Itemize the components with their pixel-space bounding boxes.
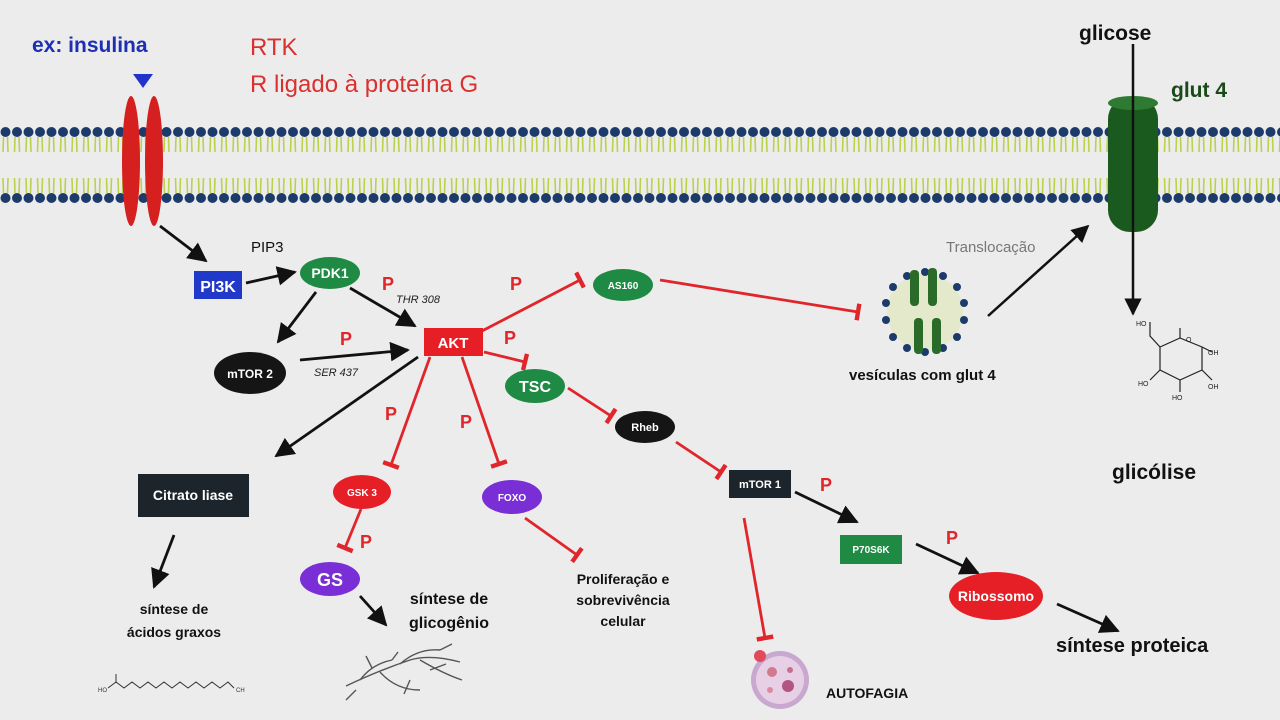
fatty-acid-synthesis-line2: ácidos graxos bbox=[127, 624, 221, 640]
node-rheb bbox=[615, 411, 675, 443]
svg-text:HO: HO bbox=[1172, 395, 1183, 402]
pip3-label: PIP3 bbox=[251, 239, 284, 256]
proliferation-line2: sobrevivência bbox=[576, 592, 670, 608]
ser437-label: SER 437 bbox=[314, 367, 359, 379]
receptor-type-gpcr: R ligado à proteína G bbox=[250, 71, 478, 98]
activation-arrows bbox=[151, 224, 1120, 633]
node-mtor2 bbox=[214, 352, 286, 394]
svg-text:OH: OH bbox=[1208, 384, 1219, 391]
phospho-label: P bbox=[510, 274, 522, 294]
label-foxo: FOXO bbox=[498, 493, 527, 504]
label-p70s6k: P70S6K bbox=[852, 545, 890, 556]
node-pdk1 bbox=[300, 257, 360, 289]
node-mtor1 bbox=[729, 470, 791, 498]
label-pi3k: PI3K bbox=[200, 279, 236, 296]
node-ribosome bbox=[949, 572, 1043, 620]
glut4-vesicle bbox=[882, 268, 968, 356]
insulin-example-label: ex: insulina bbox=[32, 34, 148, 57]
node-as160 bbox=[593, 269, 653, 301]
phospho-label: P bbox=[460, 412, 472, 432]
label-mtor2: mTOR 2 bbox=[227, 367, 273, 381]
fatty-acid-synthesis-line1: síntese de bbox=[140, 601, 209, 617]
autophagy-label: AUTOFAGIA bbox=[826, 685, 908, 701]
translocation-arrow bbox=[987, 224, 1090, 317]
phospho-label: P bbox=[820, 475, 832, 495]
node-citrate-lyase bbox=[138, 474, 249, 517]
label-tsc: TSC bbox=[519, 379, 551, 396]
glycogen-branch-icon bbox=[345, 643, 463, 701]
phospho-label: P bbox=[946, 528, 958, 548]
label-gsk3: GSK 3 bbox=[347, 488, 377, 499]
node-pi3k bbox=[194, 271, 242, 299]
phospho-label: P bbox=[504, 328, 516, 348]
receptor-type-rtk: RTK bbox=[250, 34, 298, 61]
label-pdk1: PDK1 bbox=[311, 265, 349, 281]
phospho-label: P bbox=[340, 329, 352, 349]
fatty-acid-chain-icon: HO CH bbox=[98, 674, 245, 694]
inhibition-lines bbox=[336, 271, 862, 642]
node-tsc bbox=[505, 369, 565, 403]
label-gs: GS bbox=[317, 570, 343, 590]
glucose-label: glicose bbox=[1079, 22, 1151, 45]
thr308-label: THR 308 bbox=[396, 294, 441, 306]
label-ribosome: Ribossomo bbox=[958, 588, 1034, 604]
node-foxo bbox=[482, 480, 542, 514]
node-akt bbox=[424, 328, 483, 356]
svg-text:O: O bbox=[1186, 337, 1192, 344]
autophagy-cell-icon bbox=[751, 650, 809, 709]
label-mtor1: mTOR 1 bbox=[739, 479, 781, 491]
insulin-receptor bbox=[122, 96, 163, 226]
proliferation-line1: Proliferação e bbox=[577, 571, 670, 587]
proliferation-line3: celular bbox=[600, 613, 646, 629]
glut4-label: glut 4 bbox=[1171, 79, 1227, 102]
translocation-label: Translocação bbox=[946, 239, 1036, 256]
node-p70s6k bbox=[840, 535, 902, 564]
insulin-ligand-icon bbox=[133, 74, 153, 88]
label-akt: AKT bbox=[438, 335, 469, 352]
phospho-label: P bbox=[385, 404, 397, 424]
node-gs bbox=[300, 562, 360, 596]
node-gsk3 bbox=[333, 475, 391, 509]
label-rheb: Rheb bbox=[631, 422, 659, 434]
cell-membrane bbox=[0, 126, 1280, 204]
svg-text:HO: HO bbox=[1138, 381, 1149, 388]
phospho-label: P bbox=[382, 274, 394, 294]
glycolysis-label: glicólise bbox=[1112, 461, 1196, 484]
svg-text:CH: CH bbox=[236, 688, 245, 694]
svg-text:HO: HO bbox=[98, 688, 107, 694]
glucose-molecule-icon: HO O OH OH HO HO bbox=[1136, 321, 1219, 402]
label-citrate-lyase: Citrato liase bbox=[153, 487, 233, 503]
phospho-label: P bbox=[360, 532, 372, 552]
svg-text:OH: OH bbox=[1208, 350, 1219, 357]
svg-text:HO: HO bbox=[1136, 321, 1147, 328]
label-as160: AS160 bbox=[608, 281, 639, 292]
glycogen-synthesis-line2: glicogênio bbox=[409, 615, 489, 632]
protein-synthesis-label: síntese proteica bbox=[1056, 635, 1209, 657]
vesicles-label: vesículas com glut 4 bbox=[849, 367, 996, 384]
glycogen-synthesis-line1: síntese de bbox=[410, 591, 488, 608]
